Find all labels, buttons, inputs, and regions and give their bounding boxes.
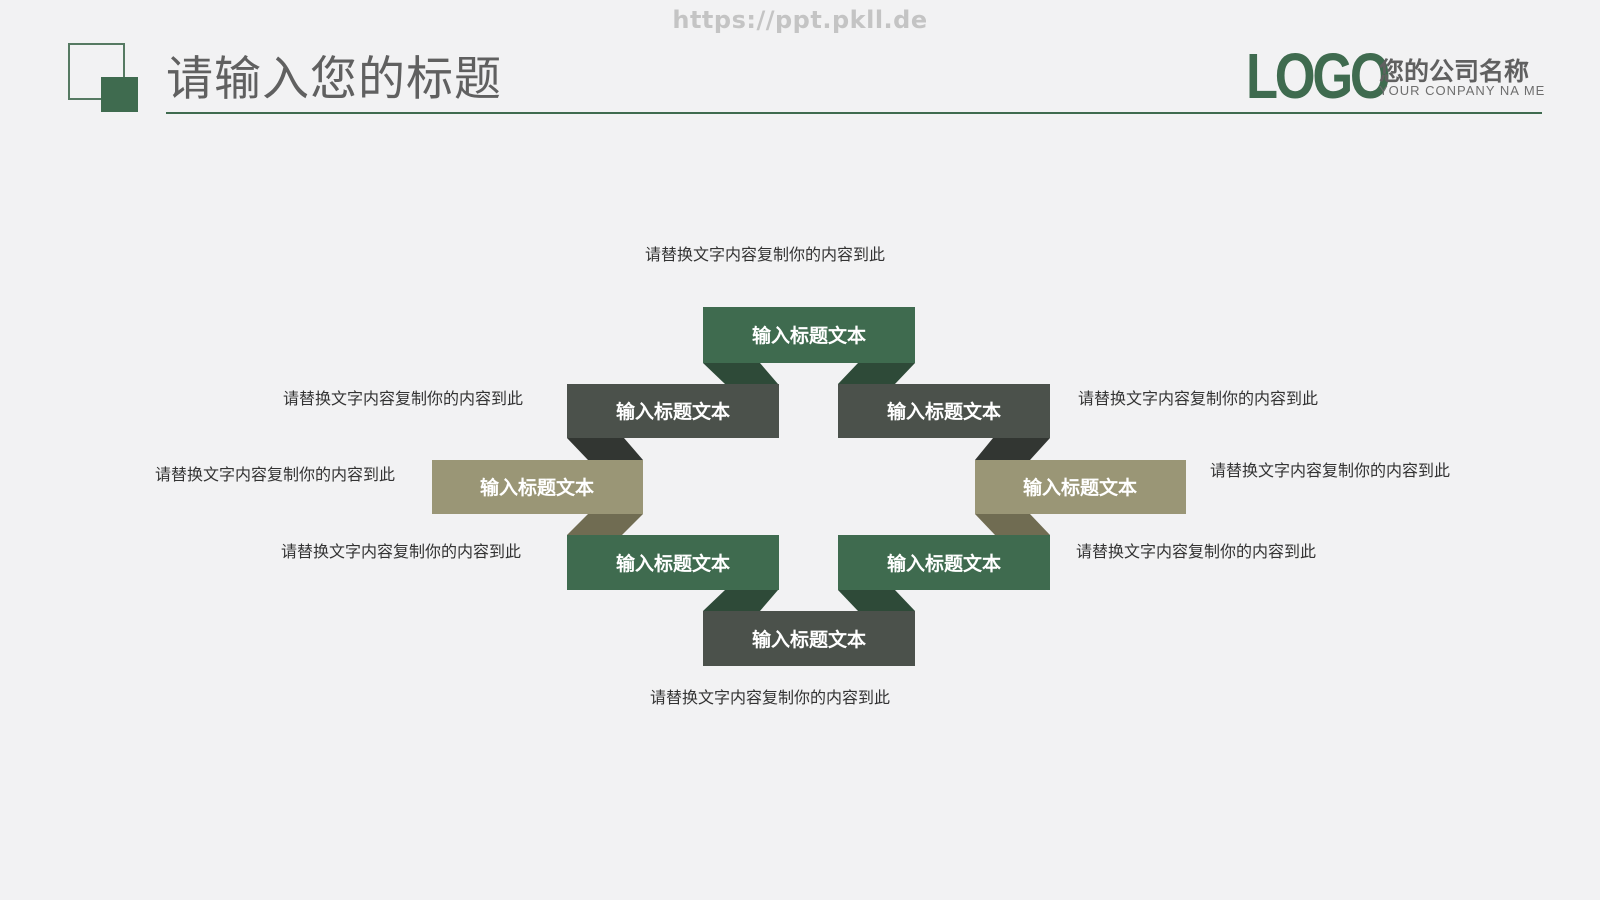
- box-lower-left-label: 输入标题文本: [616, 552, 730, 575]
- company-name-english: YOUR CONPANY NA ME: [1379, 83, 1546, 98]
- box-middle-right-label: 输入标题文本: [1023, 476, 1137, 499]
- company-name: 您的公司名称: [1379, 57, 1530, 86]
- description-upper-right: 请替换文字内容复制你的内容到此: [1078, 389, 1319, 408]
- box-top-label: 输入标题文本: [752, 324, 866, 347]
- description-upper-left: 请替换文字内容复制你的内容到此: [283, 389, 524, 408]
- box-middle-right: 输入标题文本: [975, 460, 1186, 514]
- decor-square-outline: [68, 43, 125, 100]
- connector-top-left: [703, 363, 778, 384]
- description-lower-left: 请替换文字内容复制你的内容到此: [281, 542, 522, 561]
- connector-upper-left: [567, 438, 643, 460]
- description-top: 请替换文字内容复制你的内容到此: [645, 245, 886, 264]
- box-top: 输入标题文本: [703, 307, 915, 363]
- box-lower-right-label: 输入标题文本: [887, 552, 1001, 575]
- box-upper-left-label: 输入标题文本: [616, 400, 730, 423]
- box-upper-left: 输入标题文本: [567, 384, 779, 438]
- connector-top-right: [838, 363, 915, 384]
- connector-bottom-left: [703, 590, 778, 611]
- connector-bottom-right: [838, 590, 915, 611]
- box-upper-right-label: 输入标题文本: [887, 400, 1001, 423]
- connector-middle-right: [975, 514, 1050, 535]
- box-middle-left: 输入标题文本: [432, 460, 643, 514]
- description-bottom: 请替换文字内容复制你的内容到此: [650, 688, 891, 707]
- box-lower-left: 输入标题文本: [567, 535, 779, 590]
- box-middle-left-label: 输入标题文本: [480, 476, 594, 499]
- decor-square-filled: [101, 77, 138, 112]
- box-bottom-label: 输入标题文本: [752, 628, 866, 651]
- page-title: 请输入您的标题: [166, 52, 502, 107]
- description-middle-left: 请替换文字内容复制你的内容到此: [155, 465, 396, 484]
- description-lower-right: 请替换文字内容复制你的内容到此: [1076, 542, 1317, 561]
- connector-upper-right: [975, 438, 1050, 460]
- box-bottom: 输入标题文本: [703, 611, 915, 666]
- watermark-url: https://ppt.pkll.de: [672, 6, 928, 34]
- box-upper-right: 输入标题文本: [838, 384, 1050, 438]
- ribbon-connectors: [567, 363, 1050, 611]
- logo: LOGO: [1246, 40, 1391, 112]
- header-divider: [166, 112, 1542, 114]
- connector-middle-left: [567, 514, 643, 535]
- description-middle-right: 请替换文字内容复制你的内容到此: [1210, 461, 1451, 480]
- box-lower-right: 输入标题文本: [838, 535, 1050, 590]
